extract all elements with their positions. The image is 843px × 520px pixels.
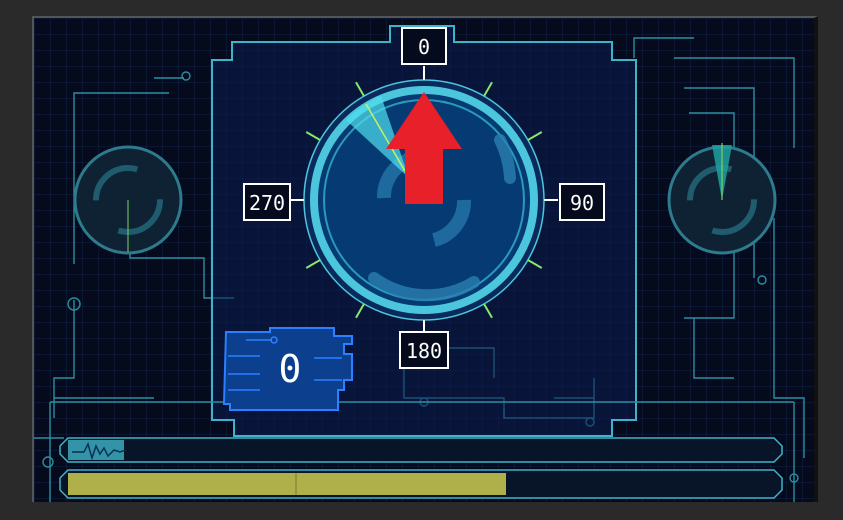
compass-tick xyxy=(305,131,321,141)
right-radar-gauge xyxy=(667,143,777,255)
compass-dial xyxy=(290,66,558,334)
compass-tick xyxy=(483,81,493,97)
heading-label-west: 270 xyxy=(243,183,291,221)
value-readout-text: 0 xyxy=(279,347,302,391)
compass-tick xyxy=(527,131,543,141)
game-scene: 0 90 180 270 0 xyxy=(34,25,805,502)
waveform-icon xyxy=(72,441,127,461)
heading-label-east-text: 90 xyxy=(570,191,594,215)
heading-label-east: 90 xyxy=(559,183,605,221)
signal-bar xyxy=(59,437,783,463)
heading-label-south: 180 xyxy=(399,331,449,369)
heading-label-north-text: 0 xyxy=(418,35,430,59)
compass-ticks xyxy=(305,81,543,319)
compass-tick xyxy=(355,81,365,97)
radar-sweep-line xyxy=(365,103,410,179)
heading-label-south-text: 180 xyxy=(406,339,442,363)
heading-label-west-text: 270 xyxy=(249,191,285,215)
left-gauge xyxy=(73,145,183,255)
compass-tick xyxy=(527,259,543,269)
red-up-arrow-icon xyxy=(386,92,462,204)
value-readout: 0 xyxy=(222,327,353,411)
heading-label-north: 0 xyxy=(401,27,447,65)
power-bar xyxy=(59,469,783,499)
compass-tick xyxy=(355,303,365,319)
compass-tick xyxy=(483,303,493,319)
compass-tick xyxy=(305,259,321,269)
power-fill xyxy=(68,473,506,495)
game-screen: 0 90 180 270 0 xyxy=(32,16,818,502)
bottom-frame xyxy=(49,401,795,502)
radar-sweep xyxy=(346,96,409,178)
